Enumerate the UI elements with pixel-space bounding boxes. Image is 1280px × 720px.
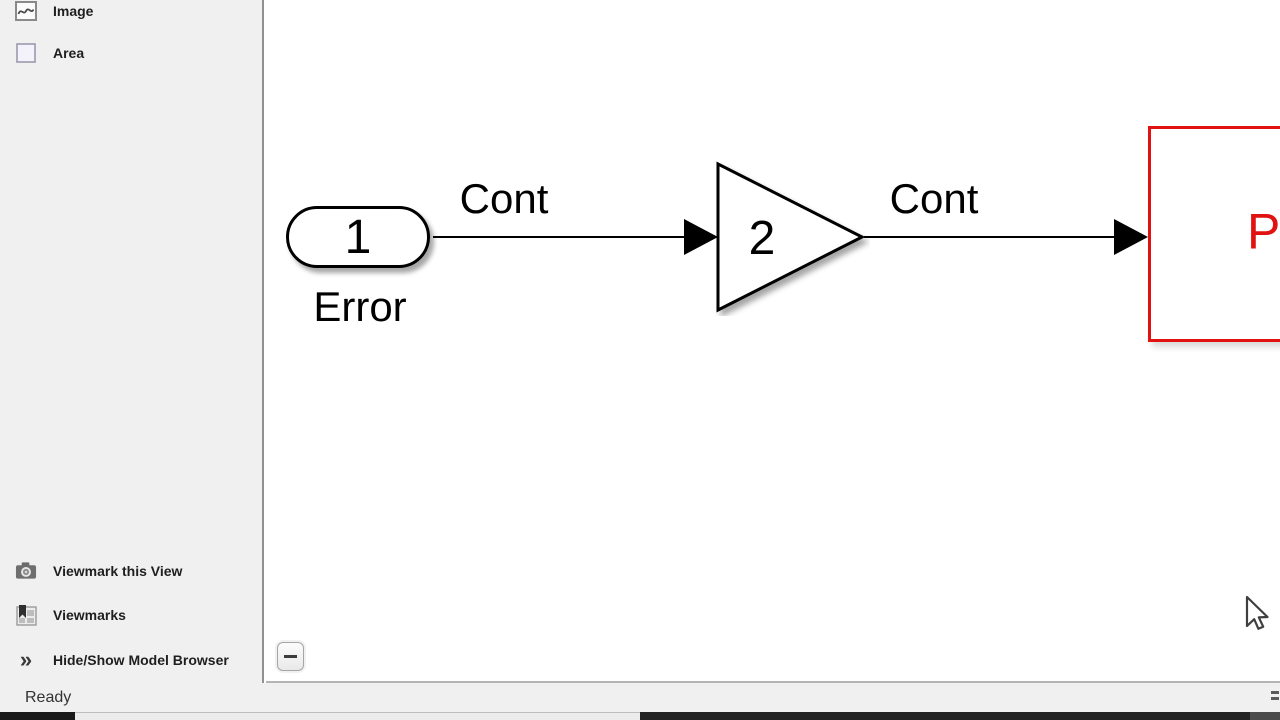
palette-sidebar: Image Area Viewmark this View — [0, 0, 264, 683]
sidebar-item-label: Area — [53, 45, 85, 61]
sidebar-item-label: Hide/Show Model Browser — [53, 652, 229, 668]
collapse-button[interactable] — [277, 642, 304, 671]
sidebar-item-label: Viewmarks — [53, 607, 126, 623]
gain-value: 2 — [748, 211, 776, 265]
inport-block-name: Error — [313, 283, 407, 330]
bottom-edge-strip — [0, 712, 75, 720]
sidebar-item-area[interactable]: Area — [0, 41, 264, 65]
inport-number: 1 — [344, 210, 372, 264]
viewmarks-icon — [15, 604, 37, 626]
sidebar-item-viewmarks[interactable]: Viewmarks — [0, 603, 264, 627]
signal-label-cont-1: Cont — [459, 175, 549, 222]
status-text: Ready — [25, 689, 72, 706]
signal-line-1[interactable] — [433, 236, 686, 238]
camera-icon — [15, 560, 37, 582]
sidebar-item-hide-show-model-browser[interactable]: » Hide/Show Model Browser — [0, 648, 264, 672]
model-canvas[interactable]: 1 Error Cont 2 Cont P — [266, 0, 1280, 683]
resize-grip-fragment — [1271, 691, 1279, 703]
sidebar-item-image[interactable]: Image — [0, 0, 264, 23]
signal-line-2[interactable] — [864, 236, 1116, 238]
bottom-edge-strip — [640, 712, 1250, 720]
inport-block[interactable]: 1 — [286, 206, 430, 268]
double-chevron-icon: » — [19, 647, 33, 672]
plant-block[interactable]: P — [1148, 126, 1280, 342]
sidebar-item-label: Viewmark this View — [53, 563, 183, 579]
sidebar-item-label: Image — [53, 3, 94, 19]
area-icon — [15, 42, 37, 64]
plant-block-label: P — [1247, 203, 1280, 260]
mouse-cursor — [1243, 595, 1271, 640]
arrowhead-2 — [1114, 219, 1148, 255]
bottom-edge-strip — [1250, 712, 1280, 720]
gain-block[interactable] — [714, 160, 870, 316]
bottom-edge-strip — [75, 712, 640, 720]
arrowhead-1 — [684, 219, 718, 255]
signal-label-cont-2: Cont — [889, 175, 979, 222]
minus-icon — [284, 655, 297, 658]
image-icon — [15, 0, 37, 22]
status-bar: Ready — [0, 683, 1280, 712]
sidebar-item-viewmark-this-view[interactable]: Viewmark this View — [0, 559, 264, 583]
